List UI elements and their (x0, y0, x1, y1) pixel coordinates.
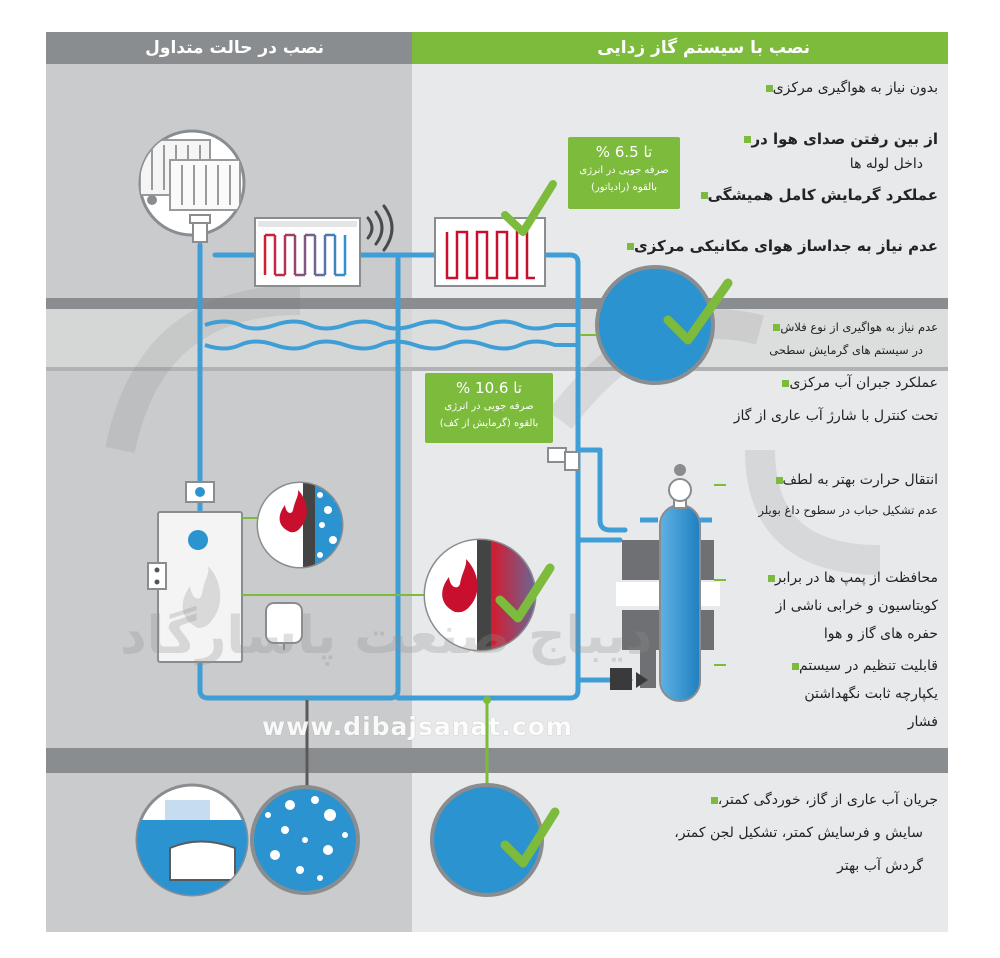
flame-icon (279, 490, 307, 533)
feature-no-air-noise: از بین رفتن صدای هوا در (736, 130, 938, 148)
air-vent-icon (189, 214, 211, 243)
check-icon (495, 563, 555, 623)
check-icon (500, 807, 560, 868)
floor-slab (46, 309, 948, 367)
feature-heat-transfer-line2: عدم تشکیل حباب در سطوح داغ بویلر (758, 503, 938, 517)
feature-no-flash-venting-line2: در سیستم های گرمایش سطحی (769, 343, 923, 357)
radiator-icon (140, 139, 241, 211)
header-degassing: نصب با سیستم گاز زدایی (412, 32, 948, 64)
sound-wave-icon (366, 204, 394, 252)
boiler-icon (147, 481, 243, 663)
feature-pressure-control-line2: یکپارچه ثابت نگهداشتن (804, 686, 938, 702)
feature-gas-free-flow: جریان آب عاری از گاز، خوردگی کمتر، (703, 792, 938, 808)
expansion-tank-icon (265, 602, 303, 650)
floor-band-bottom (46, 748, 948, 773)
feature-gas-free-flow-line2: سایش و فرسایش کمتر، تشکیل لجن کمتر، (674, 825, 923, 841)
header-conventional: نصب در حالت متداول (46, 32, 412, 64)
feature-pressure-control-line3: فشار (907, 714, 938, 730)
feature-heat-transfer: انتقال حرارت بهتر به لطف (768, 472, 938, 488)
feature-pump-protection-line2: کویتاسیون و خرابی ناشی از (775, 598, 938, 614)
feature-central-makeup-line2: تحت کنترل با شارژ آب عاری از گاز (733, 408, 938, 424)
callout-floor-savings: تا 10.6 % صرفه جویی در انرژی بالقوه (گرم… (425, 373, 553, 443)
floor-heating-zoom-circle (595, 265, 715, 385)
feature-no-air-noise-line2: داخل لوله ها (849, 156, 923, 172)
feature-pressure-control: قابلیت تنظیم در سیستم (784, 658, 938, 674)
feature-pump-protection-line3: حفره های گاز و هوا (823, 626, 938, 642)
callout-radiator-savings: تا 6.5 % صرفه جویی در انرژی بالقوه (رادی… (568, 137, 680, 209)
floor-heating-coil (204, 319, 580, 351)
feature-no-separator: عدم نیاز به جداساز هوای مکانیکی مرکزی (619, 237, 938, 255)
feature-pump-protection: محافظت از پمپ ها در برابر (760, 570, 938, 586)
watermark-url: www.dibajsanat.com (262, 712, 573, 741)
floor-band-top (46, 298, 948, 309)
feature-full-heating: عملکرد گرمایش کامل همیشگی (693, 186, 938, 204)
flame-icon (442, 559, 478, 613)
degassing-unit-icon (547, 447, 720, 702)
feature-no-flash-venting: عدم نیاز به هواگیری از نوع فلاش (765, 320, 938, 334)
water-without-gas-zoom (430, 783, 544, 897)
feature-gas-free-flow-line3: گردش آب بهتر (837, 858, 923, 874)
feature-central-makeup: عملکرد جبران آب مرکزی (774, 375, 938, 391)
watermark-brand: دیباج صنعت پاسارگاد (120, 606, 653, 666)
check-icon (501, 180, 557, 236)
radiator-conventional (254, 217, 361, 287)
check-icon (663, 278, 733, 345)
feature-no-central-venting: بدون نیاز به هواگیری مرکزی (758, 80, 938, 96)
piping-degassing (395, 252, 633, 701)
